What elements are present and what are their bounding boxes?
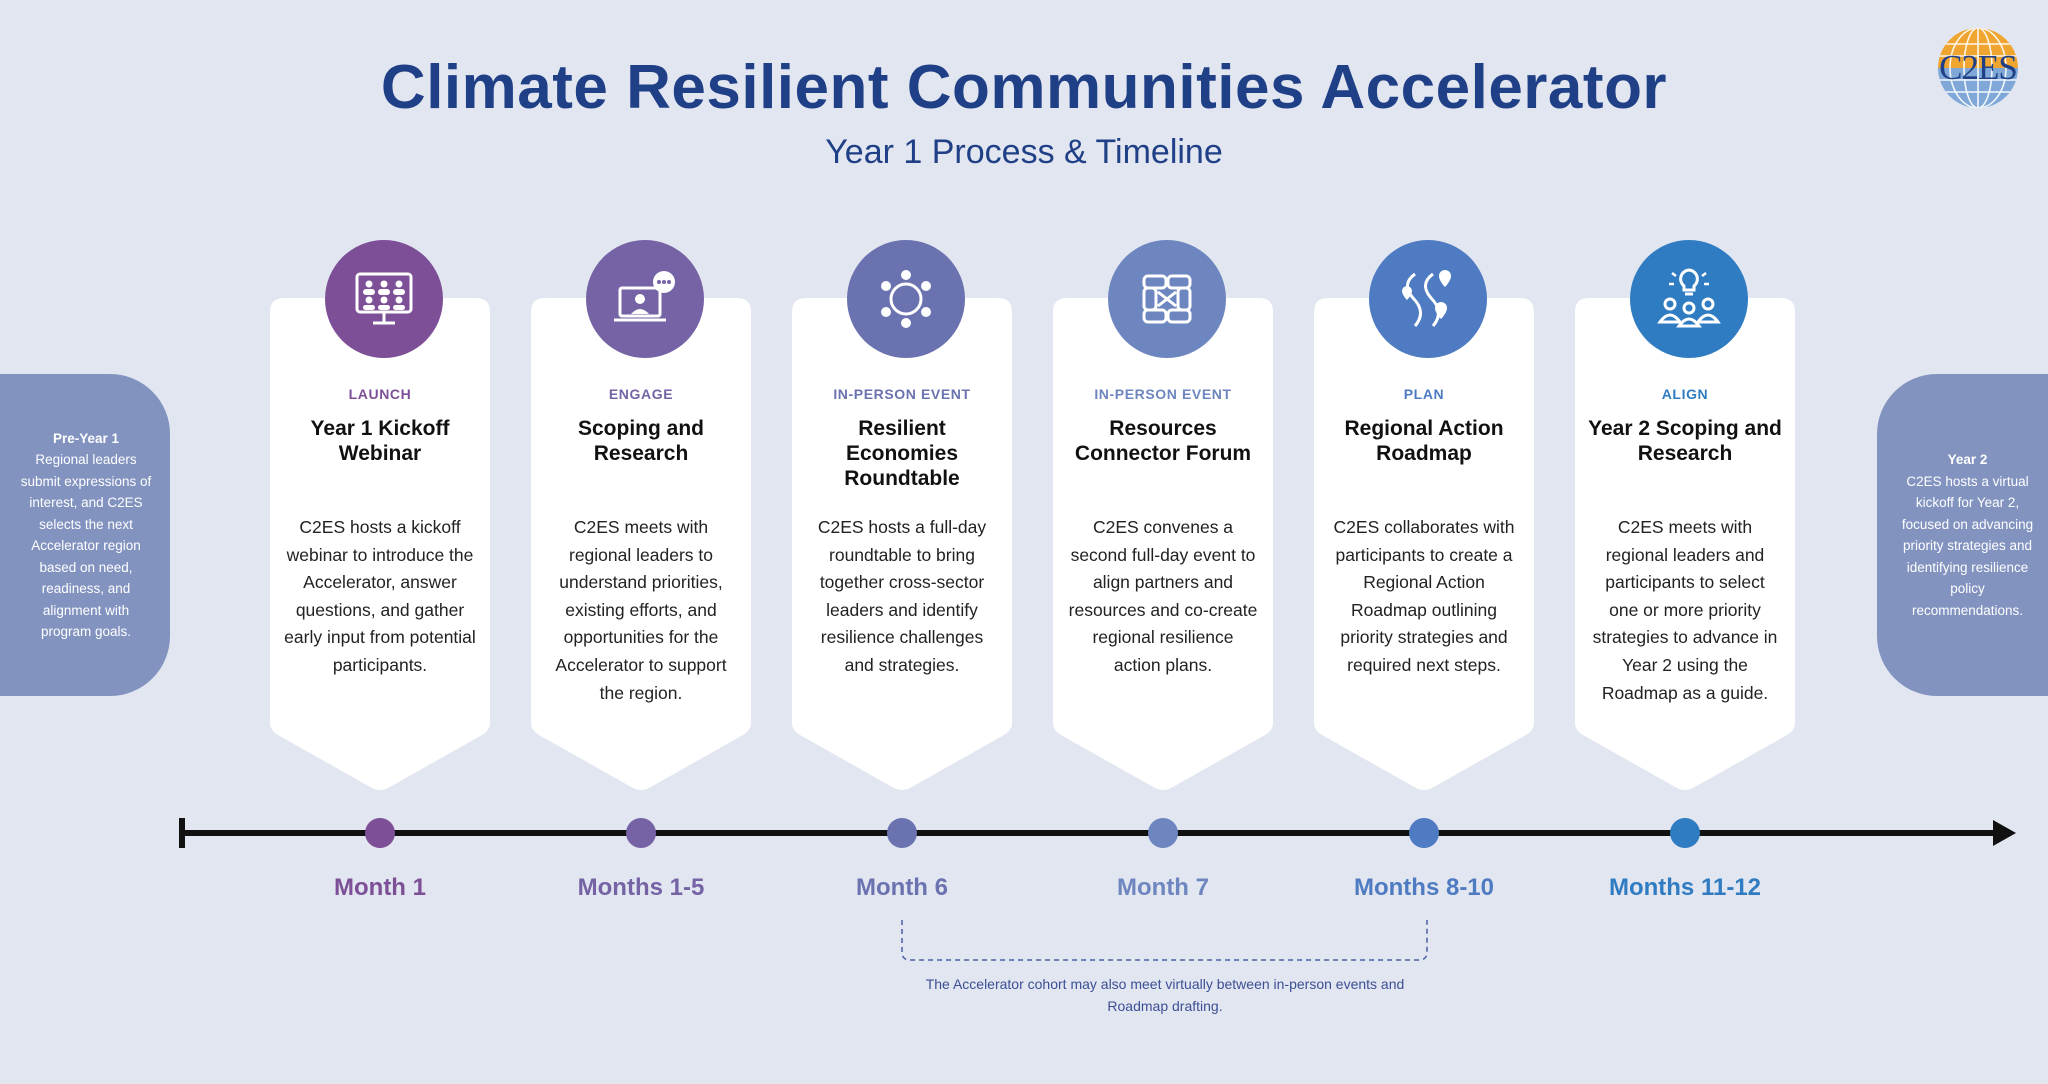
timeline-dot [1148,818,1178,848]
stage-icon-circle [1369,240,1487,358]
stage-icon-circle [847,240,965,358]
stage-icon-circle [586,240,704,358]
timeline-dot [1670,818,1700,848]
pre-year-text: Regional leaders submit expressions of i… [20,452,152,639]
stage-category: IN-PERSON EVENT [1094,386,1232,402]
card-background [531,298,751,790]
timeline-dot [1409,818,1439,848]
timeline-month-label: Month 6 [856,874,948,901]
stage-description: C2ES hosts a kickoff webinar to introduc… [284,517,476,675]
timeline-month-label: Months 1-5 [577,874,705,901]
stage-title: Scoping and Research [578,417,704,465]
stage-description: C2ES meets with regional leaders to unde… [555,517,727,703]
year2-text: C2ES hosts a virtual kickoff for Year 2,… [1901,473,2034,618]
stage-category: IN-PERSON EVENT [833,386,971,402]
globe-icon [1938,28,2018,108]
stage-card: IN-PERSON EVENT Resilient Economies Round… [792,240,1012,791]
stage-description: C2ES convenes a second full-day event to… [1068,517,1258,675]
card-background [792,298,1012,790]
stage-title: Year 1 Kickoff Webinar [310,417,450,465]
stage-title: Regional Action Roadmap [1344,417,1504,465]
virtual-meeting-bracket [901,920,1428,961]
logo-text: C2ES [1939,48,2018,87]
pre-year-heading: Pre-Year 1 [52,430,120,446]
c2es-logo: C2ES [1936,26,2020,110]
stage-title: Resources Connector Forum [1074,417,1252,465]
stage-description: C2ES collaborates with participants to c… [1333,517,1515,675]
page-title: Climate Resilient Communities Accelerato… [380,53,1668,122]
timeline-dot [626,818,656,848]
stage-category: PLAN [1403,386,1445,402]
stage-title: Resilient Economies Roundtable [844,417,960,490]
stage-icon-circle [1630,240,1748,358]
page-subtitle: Year 1 Process & Timeline [825,133,1223,171]
card-background [1314,298,1534,790]
timeline-month-label: Months 8-10 [1353,874,1494,901]
timeline-arrowhead [1993,820,2016,846]
stage-description: C2ES meets with regional leaders and par… [1592,517,1778,703]
joined-hands-icon [1142,274,1192,324]
stage-icon-circle [325,240,443,358]
roadmap-icon [1402,270,1451,327]
team-idea-icon [1657,268,1721,328]
timeline-month-label: Month 7 [1117,874,1209,901]
stage-title: Year 2 Scoping and Research [1588,417,1782,465]
stage-description: C2ES hosts a full-day roundtable to brin… [817,517,987,675]
card-background [270,298,490,790]
year2-heading: Year 2 [1947,452,1988,467]
stage-category: ALIGN [1661,386,1709,402]
roundtable-icon [881,270,931,328]
card-background [1575,298,1795,790]
virtual-meeting-note: The Accelerator cohort may also meet vir… [925,976,1405,1014]
stage-card: IN-PERSON EVENT Resources Connector Forum… [1053,240,1273,791]
stage-category: LAUNCH [348,386,412,402]
stage-icon-circle [1108,240,1226,358]
timeline-dot [365,818,395,848]
stage-category: ENGAGE [608,386,674,402]
laptop-chat-icon [614,271,675,322]
timeline-dot [887,818,917,848]
card-background [1053,298,1273,790]
video-conference-icon [355,272,413,325]
pre-year-panel: Pre-Year 1 Regional leaders submit expre… [0,374,170,696]
year2-panel: Year 2 C2ES hosts a virtual kickoff for … [1877,374,2048,696]
timeline-month-label: Month 1 [334,874,426,901]
timeline-month-label: Months 11-12 [1608,874,1762,901]
